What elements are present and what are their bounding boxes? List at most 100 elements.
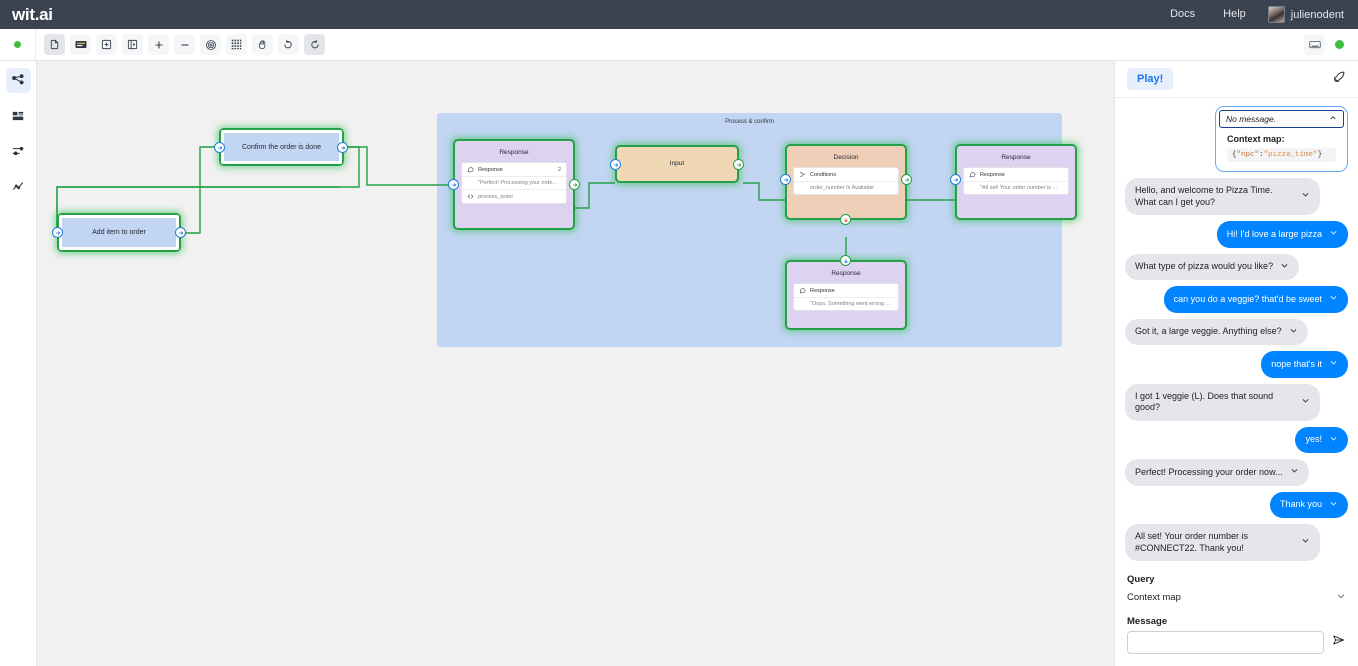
node-response-processing[interactable]: Response Response 2 "Perfect! Processing… [453, 139, 575, 230]
chevron-down-icon[interactable] [1301, 536, 1310, 549]
chevron-down-icon[interactable] [1301, 396, 1310, 409]
chat-bubble-user[interactable]: Thank you [1269, 491, 1348, 519]
node-row[interactable]: "Perfect! Processing your orde... [462, 177, 566, 190]
chat-bubble-user[interactable]: Hi! I'd love a large pizza [1216, 221, 1348, 248]
add-box-icon[interactable] [96, 34, 117, 55]
node-row-label: Response [478, 166, 503, 173]
node-row[interactable]: "All set! Your order number is ... [964, 182, 1068, 194]
target-icon[interactable] [200, 34, 221, 55]
chat-transcript[interactable]: No message. Context map: {"npc":"pizza_t… [1115, 98, 1358, 564]
node-row-label: Response [980, 171, 1005, 178]
chevron-down-icon[interactable] [1329, 358, 1338, 371]
chat-bubble-bot[interactable]: What type of pizza would you like? [1125, 253, 1300, 281]
port-in-top[interactable] [840, 255, 851, 266]
port-in[interactable] [780, 174, 791, 185]
context-map-title: Context map: [1227, 134, 1285, 144]
composer: Query Context map Message [1115, 564, 1358, 666]
port-out[interactable] [733, 159, 744, 170]
play-button[interactable]: Play! [1127, 68, 1174, 90]
chevron-down-icon[interactable] [1336, 591, 1346, 604]
speech-bubble-icon [467, 166, 474, 173]
chevron-down-icon[interactable] [1280, 261, 1289, 274]
chevron-down-icon[interactable] [1329, 228, 1338, 241]
port-out[interactable] [175, 227, 186, 238]
sidebar-item-flows[interactable] [5, 68, 31, 93]
speech-bubble-icon [969, 171, 976, 178]
docs-link[interactable]: Docs [1170, 8, 1196, 20]
chevron-down-icon[interactable] [1329, 293, 1338, 306]
node-add-item-to-order[interactable]: Add item to order [57, 213, 181, 252]
keyboard-icon[interactable] [1304, 34, 1325, 55]
chat-message-text: nope that's it [1271, 358, 1322, 369]
node-row[interactable]: Response [964, 168, 1068, 182]
chat-bubble-user[interactable]: yes! [1295, 426, 1348, 454]
node-row[interactable]: Response 2 [462, 163, 566, 177]
chat-message-text: All set! Your order number is #CONNECT22… [1135, 531, 1249, 553]
rocket-icon[interactable] [1332, 70, 1346, 89]
message-input[interactable] [1127, 631, 1324, 654]
node-row-count: 2 [557, 166, 561, 173]
port-in[interactable] [950, 174, 961, 185]
message-select[interactable]: No message. [1219, 110, 1344, 128]
port-out[interactable] [901, 174, 912, 185]
chat-message-text: Got it, a large veggie. Anything else? [1135, 326, 1282, 337]
node-input[interactable]: Input [615, 145, 739, 183]
port-out-fallback[interactable] [840, 214, 851, 225]
left-sidebar [0, 61, 37, 666]
port-in[interactable] [52, 227, 63, 238]
node-row-label: "Oops. Something went wrong ... [810, 301, 891, 307]
port-in[interactable] [214, 142, 225, 153]
chevron-down-icon[interactable] [1329, 434, 1338, 447]
add-panel-icon[interactable] [122, 34, 143, 55]
node-decision[interactable]: Decision Conditions order_number Is Avai… [785, 144, 907, 220]
chevron-down-icon[interactable] [1301, 190, 1310, 203]
keyboard-icon[interactable] [70, 34, 91, 55]
chevron-down-icon[interactable] [1329, 499, 1338, 512]
chat-bubble-user[interactable]: can you do a veggie? that'd be sweet [1163, 286, 1348, 313]
context-map-select[interactable]: Context map [1127, 589, 1346, 610]
port-in[interactable] [448, 179, 459, 190]
username-label[interactable]: julienodent [1290, 8, 1344, 21]
node-response-allset[interactable]: Response Response "All set! Your order n… [955, 144, 1077, 220]
zoom-in-icon[interactable] [148, 34, 169, 55]
code-colon: : [1259, 151, 1264, 159]
hand-icon[interactable] [252, 34, 273, 55]
message-label: Message [1127, 616, 1168, 627]
chat-bubble-bot[interactable]: Perfect! Processing your order now... [1125, 459, 1309, 486]
node-row[interactable]: process_order [462, 190, 566, 203]
chat-bubble-bot[interactable]: I got 1 veggie (L). Does that sound good… [1125, 383, 1320, 421]
node-row-label: "Perfect! Processing your orde... [478, 180, 557, 186]
send-icon[interactable] [1332, 633, 1346, 652]
port-out[interactable] [337, 142, 348, 153]
node-row[interactable]: Response [794, 284, 898, 298]
chevron-up-icon [1329, 114, 1337, 124]
node-confirm-order-is-done[interactable]: Confirm the order is done [219, 128, 344, 166]
redo-icon[interactable] [304, 34, 325, 55]
chevron-down-icon[interactable] [1289, 326, 1298, 339]
zoom-out-icon[interactable] [174, 34, 195, 55]
sidebar-item-settings[interactable] [6, 138, 31, 163]
chat-bubble-user[interactable]: nope that's it [1261, 351, 1348, 378]
port-out[interactable] [569, 179, 580, 190]
undo-icon[interactable] [278, 34, 299, 55]
chat-bubble-bot[interactable]: Hello, and welcome to Pizza Time. What c… [1125, 178, 1320, 216]
node-row[interactable]: order_number Is Available [794, 182, 898, 194]
node-row[interactable]: "Oops. Something went wrong ... [794, 298, 898, 310]
chat-bubble-bot[interactable]: Got it, a large veggie. Anything else? [1125, 318, 1308, 346]
avatar[interactable] [1267, 6, 1285, 23]
flow-canvas[interactable]: Process & confirm Add item to ord [37, 61, 1114, 666]
node-row[interactable]: Conditions [794, 168, 898, 182]
sidebar-item-entities[interactable] [6, 103, 31, 128]
context-map-card[interactable]: No message. Context map: {"npc":"pizza_t… [1215, 106, 1348, 172]
chevron-down-icon[interactable] [1290, 466, 1299, 479]
group-label: Process & confirm [725, 119, 774, 125]
speech-bubble-icon [799, 287, 806, 294]
port-in[interactable] [610, 159, 621, 170]
chat-message-text: yes! [1305, 434, 1322, 445]
help-link[interactable]: Help [1223, 8, 1246, 20]
chat-bubble-bot[interactable]: All set! Your order number is #CONNECT22… [1125, 524, 1320, 562]
grid-icon[interactable] [226, 34, 247, 55]
document-icon[interactable] [44, 34, 65, 55]
sidebar-item-analytics[interactable] [6, 173, 31, 198]
node-response-oops[interactable]: Response Response "Oops. Something went … [785, 260, 907, 330]
